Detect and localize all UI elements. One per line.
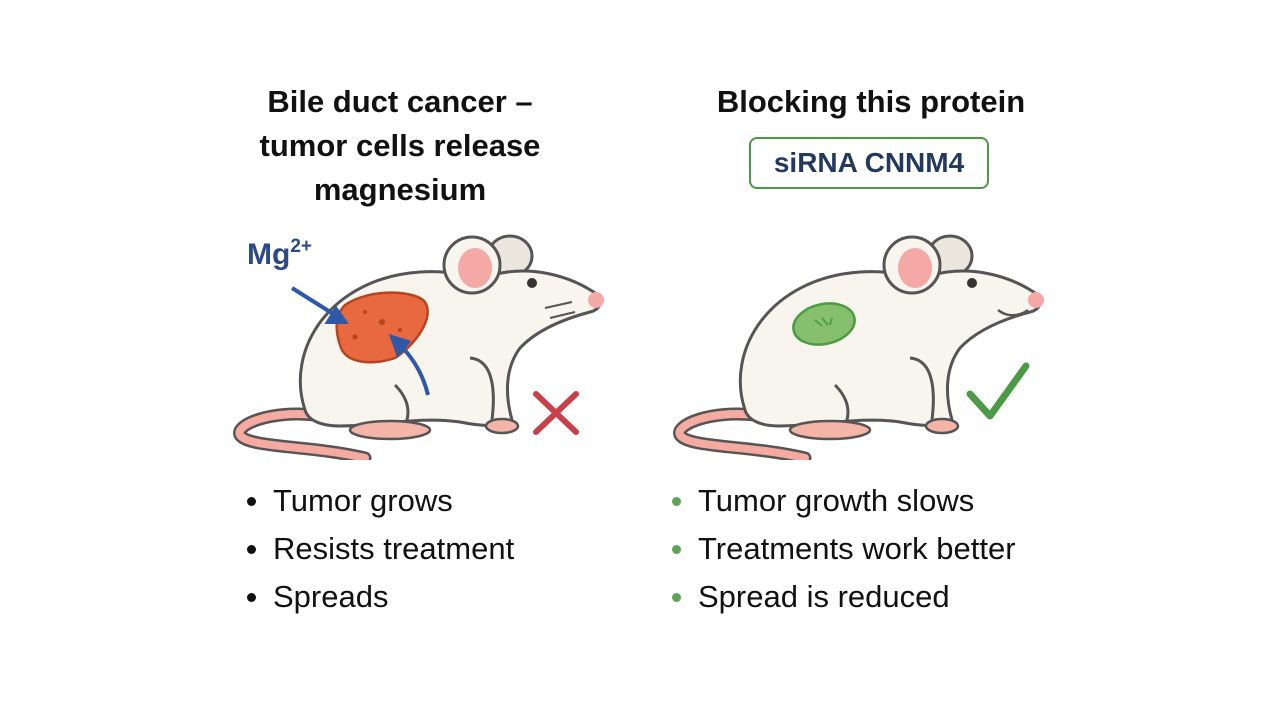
whiskers [544, 301, 576, 319]
ion-symbol: Mg [247, 238, 291, 271]
title-line: Bile duct cancer – [267, 84, 533, 119]
front-foot [924, 417, 960, 435]
front-leg-line [469, 356, 495, 421]
tail [673, 407, 812, 460]
list-item: Treatments work better [670, 525, 1016, 573]
tail [233, 407, 372, 460]
ion-charge: 2+ [290, 236, 312, 257]
sirna-badge: siRNA CNNM4 [749, 137, 989, 189]
list-item: Spread is reduced [670, 573, 1016, 621]
title-line: magnesium [313, 172, 487, 207]
title-line: Blocking this protein [716, 84, 1026, 119]
x-mark-icon [533, 391, 579, 435]
bullet-dot [247, 545, 256, 554]
shrunk-tumor [792, 302, 856, 346]
mouse-with-tumor-illustration [233, 234, 604, 460]
right-outcomes-list: Tumor growth slows Treatments work bette… [670, 477, 1016, 621]
eye [967, 278, 977, 288]
list-item: Resists treatment [245, 525, 514, 573]
tumor-spots [352, 310, 402, 340]
right-title: Blocking this protein [661, 80, 1081, 124]
list-item-text: Tumor grows [273, 483, 453, 518]
list-item-text: Spread is reduced [698, 579, 950, 614]
list-item-text: Tumor growth slows [698, 483, 975, 518]
bullet-dot [247, 593, 256, 602]
list-item: Tumor grows [245, 477, 514, 525]
hind-foot [788, 419, 872, 441]
check-mark-icon [966, 362, 1030, 420]
bullet-dot [672, 497, 681, 506]
nose [588, 292, 604, 308]
magnesium-label: Mg2+ [247, 236, 312, 272]
list-item-text: Resists treatment [273, 531, 515, 566]
hind-foot [348, 419, 432, 441]
nose [1028, 292, 1044, 308]
inner-ear [898, 248, 932, 288]
list-item-text: Spreads [273, 579, 389, 614]
magnesium-arrows [290, 286, 430, 396]
title-line: tumor cells release [259, 128, 541, 163]
smile [997, 308, 1029, 317]
inner-ear [458, 248, 492, 288]
treated-mouse-illustration [673, 234, 1044, 460]
front-leg-line [909, 356, 935, 421]
bullet-dot [672, 545, 681, 554]
list-item: Spreads [245, 573, 514, 621]
list-item: Tumor growth slows [670, 477, 1016, 525]
left-title: Bile duct cancer – tumor cells release m… [190, 80, 610, 212]
eye [527, 278, 537, 288]
front-foot [484, 417, 520, 435]
list-item-text: Treatments work better [698, 531, 1016, 566]
left-outcomes-list: Tumor grows Resists treatment Spreads [245, 477, 514, 621]
bullet-dot [247, 497, 256, 506]
bullet-dot [672, 593, 681, 602]
tumor-marks [814, 317, 833, 327]
